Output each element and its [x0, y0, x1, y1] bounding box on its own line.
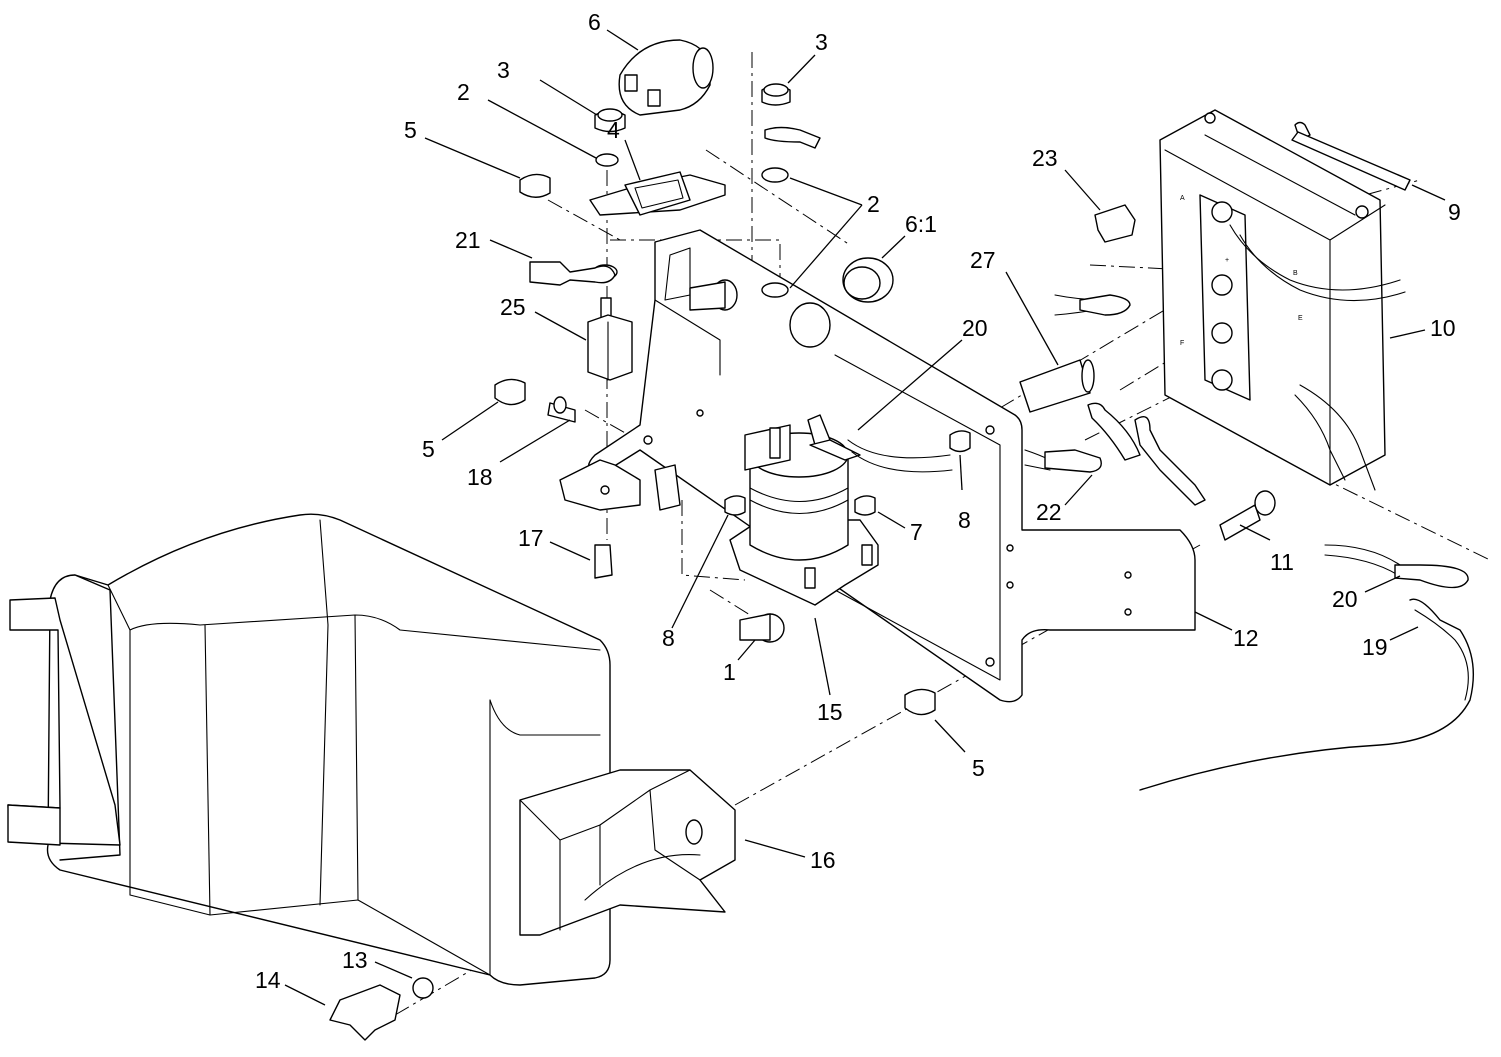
terminal-plus-label: +	[1225, 257, 1229, 264]
callout-19: 19	[1362, 634, 1388, 660]
callout-23: 23	[1032, 145, 1058, 171]
callout-10: 10	[1430, 315, 1456, 341]
callout-labels: 6 3 3 2 4 5 2 6:1 21 25 27 20 23 9 10 5 …	[255, 9, 1461, 993]
callout-7: 7	[910, 519, 923, 545]
callout-17: 17	[518, 525, 544, 551]
callout-3-top-right: 3	[815, 29, 828, 55]
cables	[847, 294, 1475, 791]
callout-27: 27	[970, 247, 996, 273]
callout-5-left-mid: 5	[422, 436, 435, 462]
callout-6-relay: 6	[588, 9, 601, 35]
callout-18: 18	[467, 464, 493, 490]
callout-12: 12	[1233, 625, 1259, 651]
carriage-bolts-1	[689, 279, 785, 643]
callout-22: 22	[1036, 499, 1062, 525]
callout-20-right: 20	[1332, 586, 1358, 612]
terminal-a-label: A	[1180, 195, 1185, 202]
standoff-25	[587, 297, 633, 381]
callout-8-right: 8	[958, 507, 971, 533]
plug-23	[1094, 204, 1136, 243]
cover-16	[7, 513, 736, 986]
callout-25: 25	[500, 294, 526, 320]
callout-2-right: 2	[867, 191, 880, 217]
terminal-21	[529, 261, 616, 286]
callout-21: 21	[455, 227, 481, 253]
mounting-plate-12	[559, 229, 1196, 703]
callout-5-bottom: 5	[972, 755, 985, 781]
callout-2-left: 2	[457, 79, 470, 105]
terminal-cover-6-1	[842, 257, 894, 303]
fuse-4	[589, 171, 726, 216]
callout-1: 1	[723, 659, 736, 685]
solenoid-15	[729, 414, 879, 606]
leader-lines	[284, 29, 1446, 1006]
callout-15: 15	[817, 699, 843, 725]
callout-8-left: 8	[662, 625, 675, 651]
terminal-b-label: B	[1293, 270, 1298, 277]
callout-3-top-left: 3	[497, 57, 510, 83]
callout-14: 14	[255, 967, 281, 993]
callout-6-1: 6:1	[905, 211, 937, 237]
controller-10: + B A F E	[1159, 109, 1406, 491]
callout-13: 13	[342, 947, 368, 973]
callout-9: 9	[1448, 199, 1461, 225]
terminal-f-label: F	[1180, 340, 1184, 347]
callout-4: 4	[607, 117, 620, 143]
callout-5-left-top: 5	[404, 117, 417, 143]
callout-11: 11	[1270, 549, 1294, 575]
bolts	[547, 121, 1411, 579]
callout-20-top: 20	[962, 315, 988, 341]
wing-nut-14-washer-13	[329, 977, 434, 1041]
callout-16: 16	[810, 847, 836, 873]
terminal-e-label: E	[1298, 315, 1303, 322]
relay-6	[618, 39, 714, 116]
nuts-and-washers	[494, 83, 971, 716]
